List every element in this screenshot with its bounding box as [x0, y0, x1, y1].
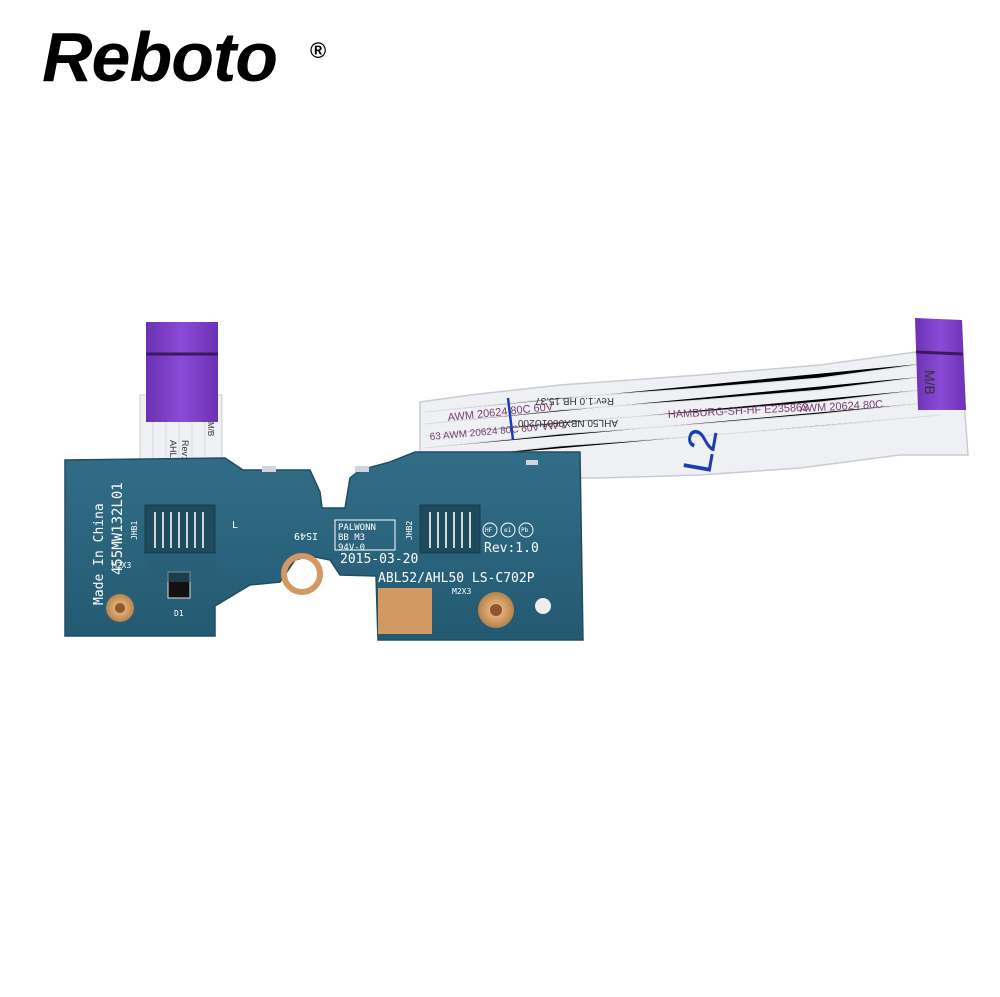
- label-jhb1: JHB1: [130, 521, 139, 540]
- mark-hf: HF: [485, 527, 493, 534]
- board-code: IS49: [294, 530, 318, 541]
- board-made-in: Made In China: [92, 503, 107, 605]
- label-l: L: [232, 520, 238, 531]
- long-ribbon-cable: M/B AWM 20624 80C 60V AHL50 NBX0001U200 …: [419, 318, 969, 479]
- long-cable-line-2: AHL50 NBX0001U200: [517, 417, 618, 428]
- board-vendor-1: PALWONN: [338, 523, 376, 533]
- board-vendor-2: BB M3: [338, 533, 365, 543]
- board-rev: Rev:1.0: [484, 541, 539, 556]
- long-cable-tab-label: M/B: [922, 370, 938, 395]
- label-m2x3-right: M2X3: [452, 587, 471, 596]
- board-vendor-3: 94V-0: [338, 543, 365, 553]
- board-part-number: 455MW132L01: [110, 482, 126, 575]
- mark-pb: Pb: [521, 527, 529, 534]
- board-model: ABL52/AHL50 LS-C702P: [378, 571, 535, 586]
- label-jhb2: JHB2: [405, 521, 414, 540]
- label-m2x3-left: M2X3: [112, 561, 131, 570]
- brand-registered-mark: ®: [310, 38, 327, 63]
- pcb-board: Made In China 455MW132L01 2015-03-20 ABL…: [64, 451, 584, 641]
- short-cable-line-3: M/B: [206, 422, 215, 436]
- board-date: 2015-03-20: [340, 552, 418, 567]
- brand-logo: Reboto: [42, 18, 278, 96]
- long-cable-line-5: AWM 20624 80C: [800, 399, 884, 415]
- label-d1: D1: [174, 609, 184, 618]
- mark-e1: e1: [504, 527, 512, 534]
- handwritten-mark: L2: [676, 425, 727, 476]
- long-cable-line-3: Rev:1.0 HB 15.37: [535, 395, 614, 406]
